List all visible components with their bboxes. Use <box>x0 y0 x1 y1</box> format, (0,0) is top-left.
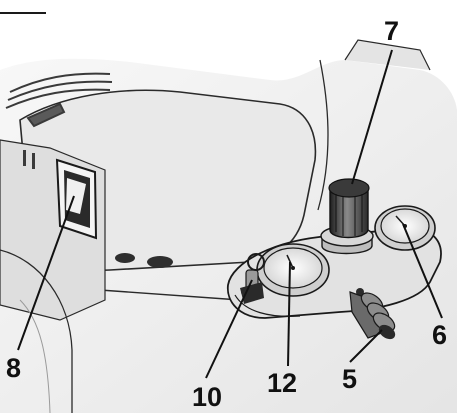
machine-housing <box>0 39 457 413</box>
leader-line-7 <box>351 49 393 185</box>
leader-line-12 <box>287 261 291 367</box>
callout-5: 5 <box>342 364 358 394</box>
pressure-regulator-knob <box>320 178 374 255</box>
callout-6: 6 <box>432 320 448 350</box>
leader-line-8 <box>17 195 75 351</box>
outlet-pressure-gauge <box>256 243 330 297</box>
callout-12: 12 <box>267 368 298 398</box>
leader-line-5 <box>349 329 383 363</box>
callout-7: 7 <box>384 16 400 46</box>
callout-8: 8 <box>6 353 22 383</box>
leader-line-6 <box>402 223 443 319</box>
callout-10: 10 <box>192 382 223 412</box>
leader-line-10 <box>205 279 253 379</box>
leader-lines <box>17 49 443 379</box>
